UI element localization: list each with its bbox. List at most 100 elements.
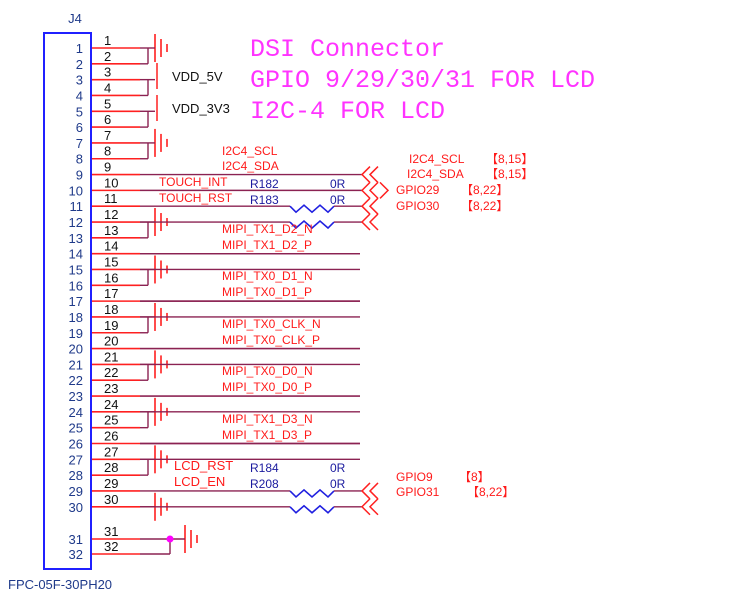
resistor-r184-icon [289,488,335,499]
pin-number-inner-8: 8 [76,152,83,167]
pin-number-inner-3: 3 [76,73,83,88]
net-label-mipi-tx1-d3-p: MIPI_TX1_D3_P [222,428,312,442]
net-label-mipi-tx0-d0-n: MIPI_TX0_D0_N [222,364,313,378]
ground-icon-pins-1-2 [154,34,168,62]
pin-number-outer-19: 19 [104,318,118,333]
pin-number-inner-14: 14 [69,247,83,262]
offpage-gpio9-ref: 【8】 [459,470,490,484]
net-wires [140,47,390,555]
offpage-i2c4-scl: I2C4_SCL [409,152,465,166]
pin-number-outer-27: 27 [104,444,118,459]
offpage-i2c4-sda-ref: 【8,15】 [486,167,533,181]
pin-number-outer-8: 8 [104,144,111,159]
pin-number-inner-2: 2 [76,57,83,72]
pin-number-inner-29: 29 [69,484,83,499]
net-label-mipi-tx0-d1-n: MIPI_TX0_D1_N [222,269,313,283]
pin-number-inner-30: 30 [69,500,83,515]
net-label-touch-rst: TOUCH_RST [159,191,233,205]
pins-layer: 1122334455667788991010111112121313141415… [69,33,140,562]
pin-number-inner-15: 15 [69,262,83,277]
net-label-i2c4-scl: I2C4_SCL [222,144,278,158]
offpage-gpio30-ref: 【8,22】 [461,199,508,213]
offpage-gpio29: GPIO29 [396,183,440,197]
offpage-connector-icon-i2c4-scl [360,166,379,184]
pin-number-outer-32: 32 [104,539,118,554]
resistor-r183-icon [289,219,335,230]
pin-number-outer-24: 24 [104,397,118,412]
net-label-touch-int: TOUCH_INT [159,175,228,189]
offpage-connector-icon-i2c4-sda [360,181,390,199]
pin-number-inner-19: 19 [69,326,83,341]
connector-body [43,32,92,570]
net-label-mipi-tx0-d1-p: MIPI_TX0_D1_P [222,285,312,299]
offpage-connector-icon-gpio30 [360,213,379,231]
ground-icon-pins-7-8 [154,128,168,157]
pin-number-outer-6: 6 [104,112,111,127]
pin-number-outer-15: 15 [104,254,118,269]
pin-number-inner-1: 1 [76,41,83,56]
pin-number-outer-20: 20 [104,334,118,349]
pin-number-outer-3: 3 [104,65,111,80]
pin-number-inner-6: 6 [76,120,83,135]
title-note-gpio: GPIO 9/29/30/31 FOR LCD [250,66,595,95]
pin-number-inner-31: 31 [69,532,83,547]
ground-icon-pins-31-32 [184,525,198,553]
pin-number-outer-22: 22 [104,365,118,380]
net-label-mipi-tx0-clk-n: MIPI_TX0_CLK_N [222,317,321,331]
pin-number-inner-18: 18 [69,310,83,325]
pin-number-inner-32: 32 [69,547,83,562]
resistor-r184-value: 0R [330,461,346,475]
net-label-mipi-tx1-d2-n: MIPI_TX1_D2_N [222,222,313,236]
pin-number-outer-9: 9 [104,160,111,175]
pin-number-outer-4: 4 [104,80,111,95]
pin-number-inner-28: 28 [69,468,83,483]
vdd-3v3-label: VDD_3V3 [172,101,230,116]
vdd-5v-label: VDD_5V [172,69,223,84]
pin-number-outer-13: 13 [104,223,118,238]
pin-number-inner-10: 10 [69,183,83,198]
net-label-lcd-rst: LCD_RST [174,458,233,473]
pin-number-outer-31: 31 [104,524,118,539]
pin-number-inner-27: 27 [69,452,83,467]
pin-number-outer-28: 28 [104,460,118,475]
resistor-r208-icon [289,504,335,514]
pin-number-outer-23: 23 [104,381,118,396]
offpage-connector-icon-gpio31 [360,498,379,516]
pin-number-inner-9: 9 [76,168,83,183]
pin-number-inner-23: 23 [69,389,83,404]
pin-number-inner-22: 22 [69,373,83,388]
resistor-r183-value: 0R [330,193,346,207]
pin-number-outer-14: 14 [104,239,118,254]
title-note-i2c: I2C-4 FOR LCD [250,97,445,126]
pin-number-outer-1: 1 [104,33,111,48]
connector-refdes: J4 [68,11,82,26]
pin-number-inner-26: 26 [69,437,83,452]
pin-number-outer-11: 11 [104,191,118,206]
pin-number-inner-5: 5 [76,104,83,119]
pin-number-outer-30: 30 [104,492,118,507]
resistor-r208-value: 0R [330,477,346,491]
offpage-gpio30: GPIO30 [396,199,440,213]
resistor-r208-refdes: R208 [250,477,279,491]
pin-number-inner-4: 4 [76,88,83,103]
offpage-gpio29-ref: 【8,22】 [461,183,508,197]
resistor-r184-refdes: R184 [250,461,279,475]
net-label-mipi-tx1-d2-p: MIPI_TX1_D2_P [222,238,312,252]
offpage-connector-icon-gpio29 [360,197,379,215]
pin-number-inner-12: 12 [69,215,83,230]
pin-number-outer-18: 18 [104,302,118,317]
net-label-mipi-tx1-d3-n: MIPI_TX1_D3_N [222,412,313,426]
offpage-gpio31: GPIO31 [396,485,440,499]
pin-number-outer-26: 26 [104,429,118,444]
junction-dot [166,535,174,543]
net-label-i2c4-sda: I2C4_SDA [222,159,279,173]
offpage-connector-icon-gpio9 [360,482,379,500]
pin-number-outer-21: 21 [104,349,118,364]
resistor-r182-refdes: R182 [250,177,279,191]
resistor-r182-value: 0R [330,177,346,191]
offpage-gpio9: GPIO9 [396,470,433,484]
pin-number-inner-21: 21 [69,357,83,372]
net-label-mipi-tx0-clk-p: MIPI_TX0_CLK_P [222,333,320,347]
pin-number-outer-25: 25 [104,413,118,428]
